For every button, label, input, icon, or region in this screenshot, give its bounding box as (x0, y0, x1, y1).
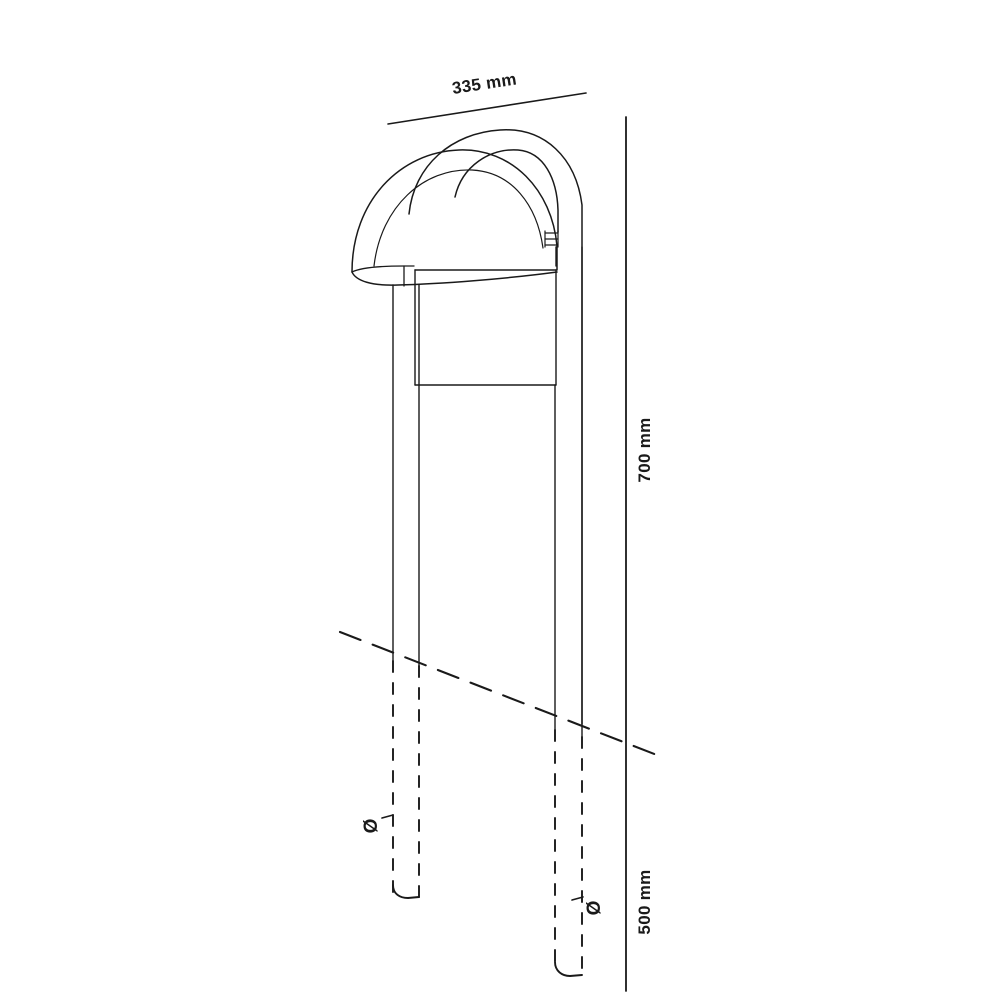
right-stake-diameter-symbol: Ø (584, 901, 605, 916)
dome-shade-inner (373, 169, 544, 267)
support-arm-inner (454, 149, 559, 233)
right-stake-bottom-cap (554, 961, 583, 977)
height-dimension-label: 700 mm (635, 417, 654, 482)
width-leader-line (387, 92, 587, 125)
drawing-geometry (338, 92, 664, 992)
left-stake-diameter-symbol: Ø (361, 819, 382, 834)
support-arm-outer (408, 129, 583, 725)
left-stake-bottom-cap (392, 884, 420, 899)
depth-dimension-label: 500 mm (635, 869, 654, 934)
dome-shade-outer (351, 149, 558, 273)
right-diameter-leader (571, 896, 584, 901)
shade-bottom-rim-front (351, 271, 558, 286)
left-diameter-leader (381, 814, 394, 819)
ground-line (338, 630, 664, 759)
